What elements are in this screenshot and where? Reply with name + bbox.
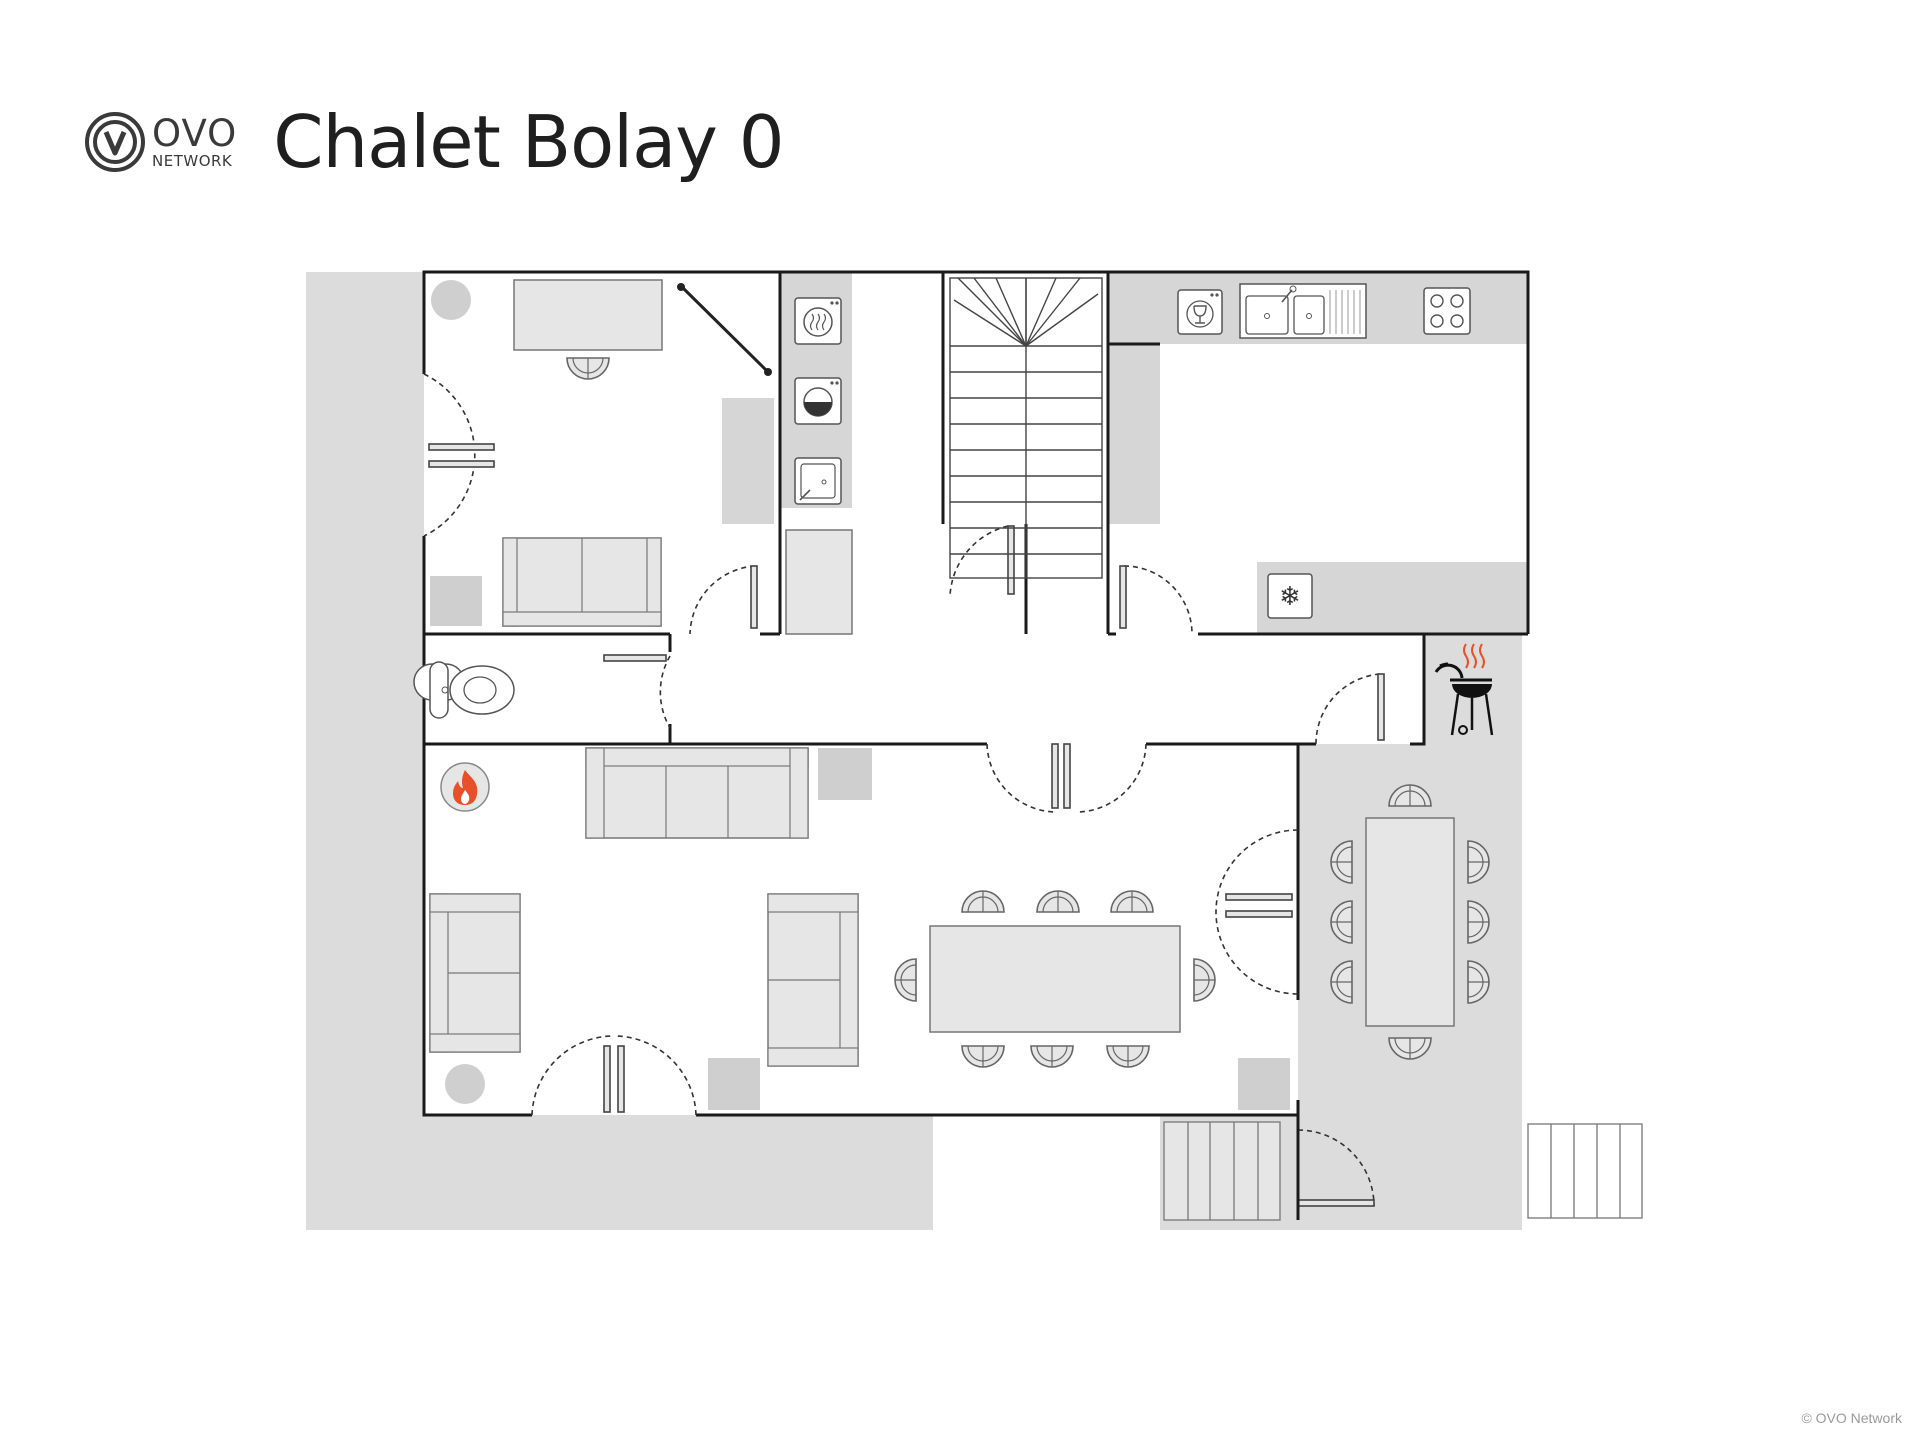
- plant-circle: [431, 280, 471, 320]
- sofa-right: [767, 893, 859, 1067]
- dining-table: [894, 890, 1216, 1068]
- hob-icon: [1423, 287, 1471, 335]
- laundry-appliances: [794, 297, 842, 505]
- plant-circle-living: [445, 1064, 485, 1104]
- sink-icon: [794, 457, 842, 505]
- sofa-left: [429, 893, 521, 1053]
- double-sink: [1239, 283, 1367, 339]
- header: OVO NETWORK Chalet Bolay 0: [84, 92, 785, 192]
- office-furniture: [430, 279, 772, 627]
- side-table-office: [430, 576, 482, 626]
- staircase: [949, 277, 1103, 579]
- window-hinge: [681, 286, 768, 372]
- desk: [513, 279, 663, 351]
- fireplace-icon: [440, 762, 490, 812]
- doors: [423, 373, 1385, 1220]
- walls: [422, 270, 1530, 1117]
- ovo-logo: OVO NETWORK: [84, 111, 237, 173]
- sofa-three-seat: [585, 747, 809, 839]
- ovo-logo-icon: [85, 112, 145, 172]
- washer-icon: [794, 377, 842, 425]
- svg-text:❄: ❄: [1279, 582, 1301, 612]
- logo-primary: OVO: [152, 112, 238, 155]
- side-table-living: [818, 748, 872, 800]
- terrace-dining: [1330, 784, 1490, 1060]
- barbecue-icon: [1434, 643, 1494, 736]
- loungers: [1163, 1121, 1643, 1221]
- side-table-living-2: [708, 1058, 760, 1110]
- dishwasher-icon: [1177, 289, 1223, 335]
- side-table-dining: [1238, 1058, 1290, 1110]
- freezer-icon: ❄: [1267, 573, 1313, 619]
- kitchen-appliances: ❄: [1177, 283, 1471, 619]
- logo-secondary: NETWORK: [152, 152, 233, 170]
- copyright-text: © OVO Network: [1801, 1410, 1902, 1426]
- toilet: [413, 661, 515, 719]
- dryer-icon: [794, 297, 842, 345]
- living-room-furniture: [429, 747, 1290, 1110]
- page-title: Chalet Bolay 0: [273, 100, 784, 184]
